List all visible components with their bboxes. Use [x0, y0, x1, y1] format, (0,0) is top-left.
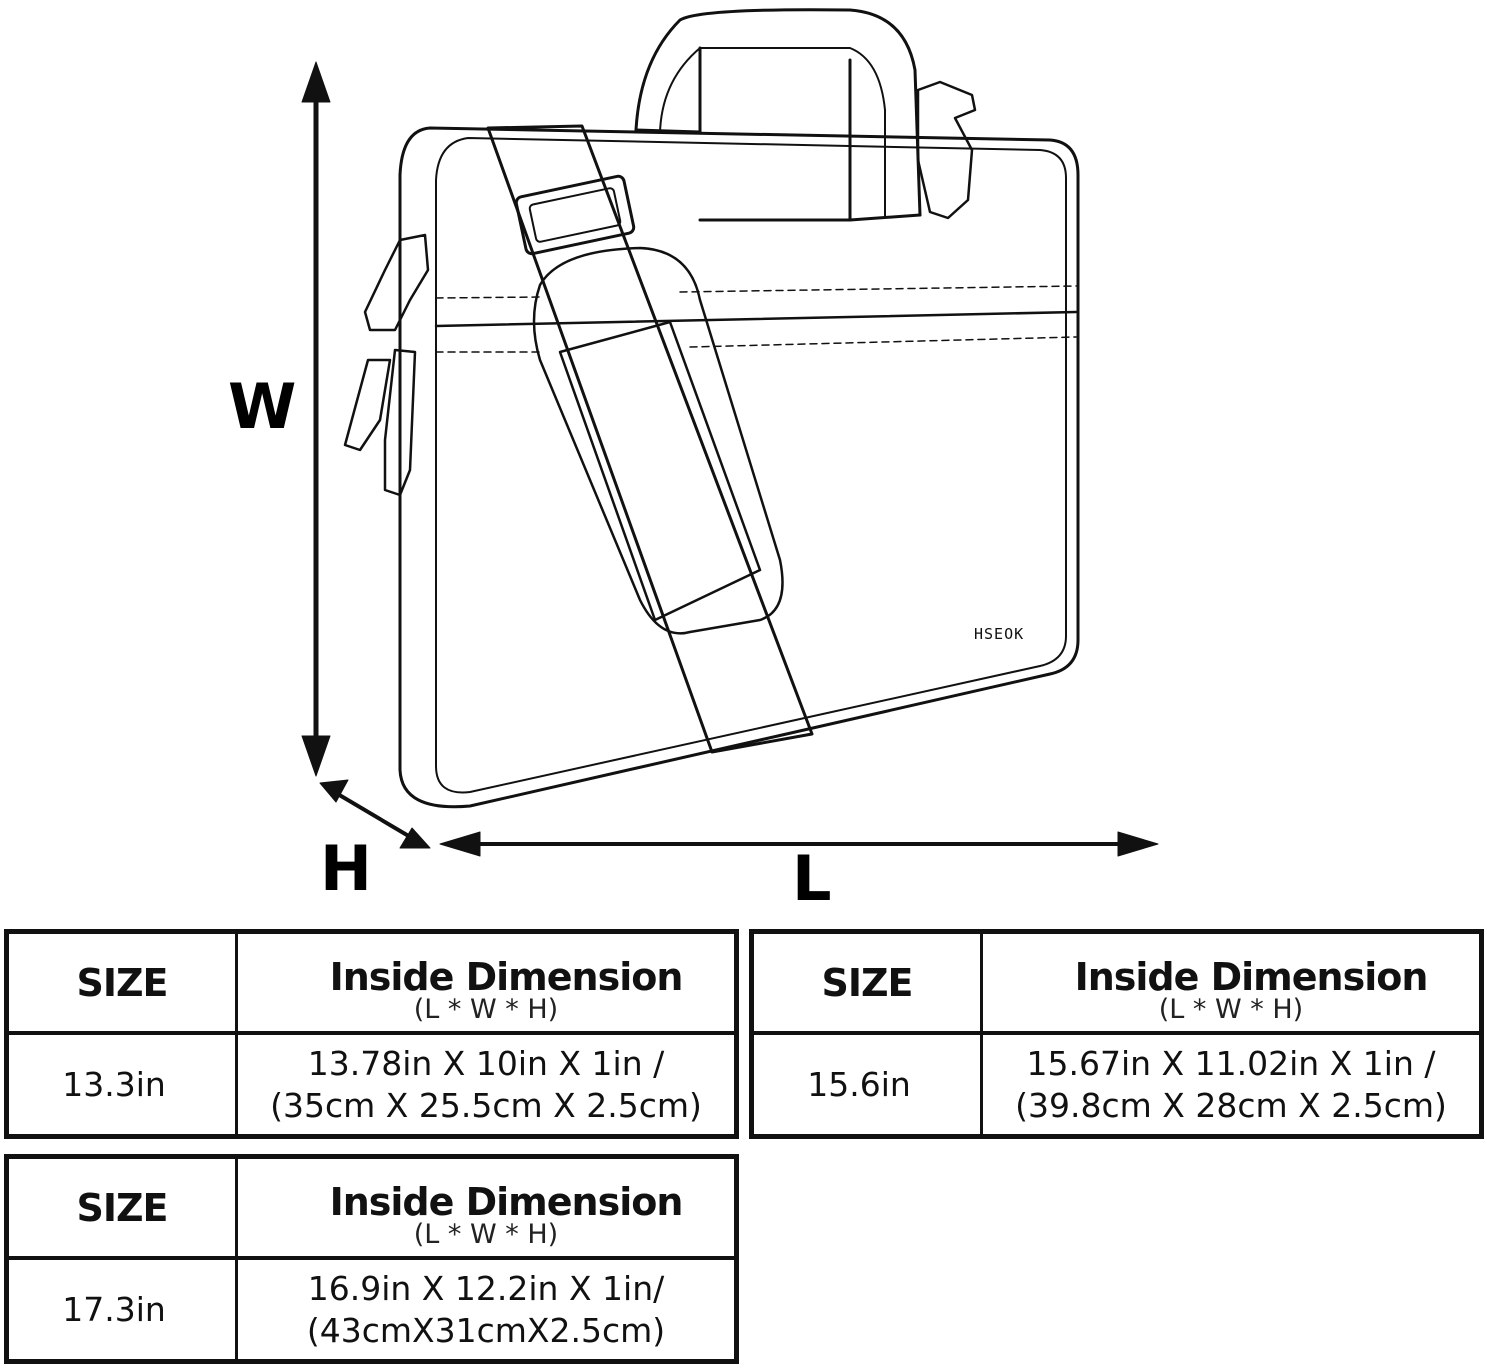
- dimension-line2: (43cmX31cmX2.5cm): [306, 1310, 666, 1350]
- pocket-zip: [434, 310, 1078, 328]
- dimension-subheader: (L * W * H): [413, 994, 559, 1025]
- zipper-pulls: [343, 233, 430, 497]
- handle: [634, 8, 922, 217]
- dimension-header: Inside Dimension: [329, 1180, 684, 1224]
- dimension-line1: 15.67in X 11.02in X 1in /: [1026, 1043, 1436, 1083]
- bag-body-outline: [398, 126, 1080, 809]
- height-arrow: [319, 779, 431, 849]
- dimension-subheader: (L * W * H): [413, 1219, 559, 1250]
- width-label: W: [228, 370, 297, 443]
- size-value: 13.3in: [62, 1065, 166, 1104]
- size-table-15-6: SIZE Inside Dimension(L * W * H) 15.6in …: [749, 929, 1484, 1139]
- strap-clip: [916, 80, 977, 220]
- size-table-13-3: SIZE Inside Dimension(L * W * H) 13.3in …: [4, 929, 739, 1139]
- dimension-line1: 13.78in X 10in X 1in /: [307, 1043, 665, 1083]
- laptop-bag-drawing: HSEOK: [301, 8, 1159, 857]
- dimension-line2: (39.8cm X 28cm X 2.5cm): [1015, 1085, 1447, 1125]
- length-arrow: [439, 831, 1159, 857]
- size-header: SIZE: [76, 1185, 168, 1230]
- shoulder-strap: [486, 124, 814, 754]
- dimension-line1: 16.9in X 12.2in X 1in/: [307, 1268, 665, 1308]
- size-value: 15.6in: [807, 1065, 911, 1104]
- bag-body-inner: [435, 137, 1067, 794]
- size-value: 17.3in: [62, 1290, 166, 1329]
- width-arrow: [301, 61, 331, 777]
- size-header: SIZE: [821, 960, 913, 1005]
- size-header: SIZE: [76, 960, 168, 1005]
- brand-logo: HSEOK: [974, 625, 1024, 643]
- dimension-header: Inside Dimension: [329, 955, 684, 999]
- dimension-line2: (35cm X 25.5cm X 2.5cm): [270, 1085, 702, 1125]
- height-label: H: [320, 832, 372, 905]
- length-label: L: [792, 842, 832, 915]
- dimension-subheader: (L * W * H): [1158, 994, 1304, 1025]
- size-table-17-3: SIZE Inside Dimension(L * W * H) 17.3in …: [4, 1154, 739, 1364]
- dimension-header: Inside Dimension: [1074, 955, 1429, 999]
